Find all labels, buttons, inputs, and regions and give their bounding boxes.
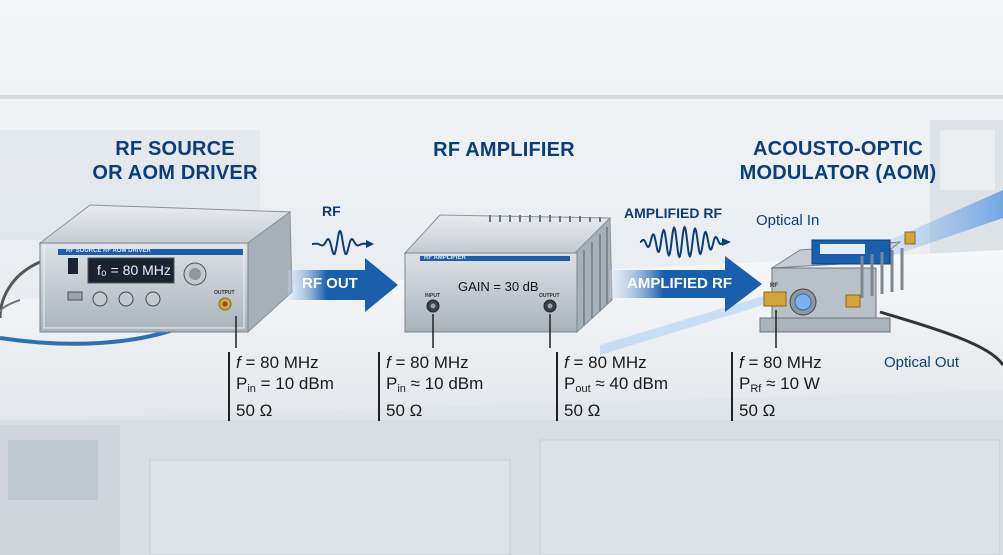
spec-relation: = xyxy=(255,374,276,393)
spec-relation: = xyxy=(568,353,589,372)
spec-symbol: P xyxy=(236,374,248,393)
spec-subscript: Rf xyxy=(750,383,762,395)
spec-line: Pout ≈ 40 dBm xyxy=(564,373,668,400)
spec-relation: ≈ xyxy=(590,374,610,393)
spec-line: 50 Ω xyxy=(564,400,668,421)
spec-value: 50 Ω xyxy=(236,401,273,420)
spec-value: 10 dBm xyxy=(424,374,484,393)
spec-value: 80 MHz xyxy=(763,353,822,372)
spec-symbol: f xyxy=(386,353,391,372)
amplified-rf-arrow-label: AMPLIFIED RF xyxy=(627,275,732,292)
spec-symbol: f xyxy=(739,353,744,372)
spec-symbol: f xyxy=(236,353,241,372)
optical-out-label: Optical Out xyxy=(884,354,960,371)
spec-line: Pin = 10 dBm xyxy=(236,373,334,400)
spec-symbol: P xyxy=(386,374,398,393)
rf-out-arrow-label: RF OUT xyxy=(302,275,358,292)
spec-value: 10 dBm xyxy=(275,374,334,393)
spec-line: 50 Ω xyxy=(386,400,483,421)
amplifier-output-label: OUTPUT xyxy=(539,293,560,299)
aom-rf-port-label: RF xyxy=(770,283,778,289)
spec-value: 10 W xyxy=(780,374,820,393)
amplifier-gain-label: GAIN = 30 dB xyxy=(458,279,539,294)
spec-value: 40 dBm xyxy=(609,374,669,393)
spec-relation: = xyxy=(240,353,261,372)
source-panel-label: RF SOURCE RF AOM DRIVER xyxy=(66,248,151,254)
spec-relation: = xyxy=(743,353,764,372)
rf-source-title: RF SOURCE OR AOM DRIVER xyxy=(92,138,258,184)
spec-line: PRf ≈ 10 W xyxy=(739,373,822,400)
amplifier-panel-label: RF AMPLIFIER xyxy=(424,255,466,261)
rf-signal-label: RF xyxy=(322,203,341,219)
spec-line: f = 80 MHz xyxy=(739,352,822,373)
source-frequency-display: f₀ = 80 MHz xyxy=(97,262,171,278)
spec-value: 50 Ω xyxy=(564,401,601,420)
amplified-rf-signal-label: AMPLIFIED RF xyxy=(624,205,722,221)
spec-line: 50 Ω xyxy=(236,400,334,421)
spec-subscript: in xyxy=(247,383,256,395)
spec-subscript: out xyxy=(575,383,591,395)
source-output-label: OUTPUT xyxy=(214,290,235,296)
rf-amplifier-title: RF AMPLIFIER xyxy=(433,139,575,161)
spec-symbol: P xyxy=(564,374,576,393)
spec-line: 50 Ω xyxy=(739,400,822,421)
spec-value: 80 MHz xyxy=(410,353,469,372)
spec-symbol: f xyxy=(564,353,569,372)
spec-line: f = 80 MHz xyxy=(236,352,334,373)
spec-line: f = 80 MHz xyxy=(564,352,668,373)
spec-value: 50 Ω xyxy=(739,401,776,420)
aom-title: ACOUSTO-OPTIC MODULATOR (AOM) xyxy=(739,138,937,184)
spec-relation: ≈ xyxy=(405,374,425,393)
spec-value: 50 Ω xyxy=(386,401,423,420)
spec-line: Pin ≈ 10 dBm xyxy=(386,373,483,400)
spec-relation: ≈ xyxy=(761,374,781,393)
amplifier-input-label: INPUT xyxy=(425,293,440,299)
spec-line: f = 80 MHz xyxy=(386,352,483,373)
spec-symbol: P xyxy=(739,374,751,393)
spec-subscript: in xyxy=(397,383,406,395)
optical-in-label: Optical In xyxy=(756,212,820,229)
spec-value: 80 MHz xyxy=(588,353,647,372)
spec-value: 80 MHz xyxy=(260,353,319,372)
spec-relation: = xyxy=(390,353,411,372)
